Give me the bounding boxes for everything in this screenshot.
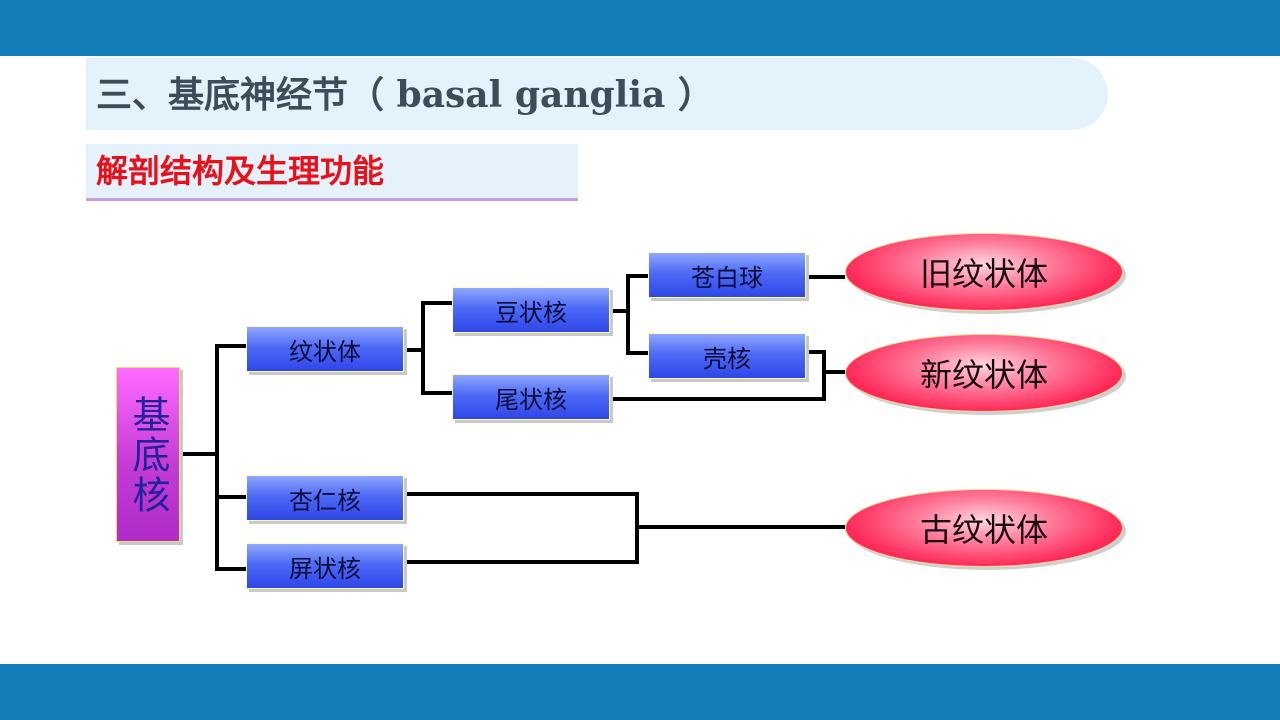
slide-subtitle: 解剖结构及生理功能 — [96, 152, 385, 190]
node-label: 尾状核 — [495, 385, 567, 414]
oval-neostriatum: 新纹状体 — [845, 334, 1123, 412]
bottom-band — [0, 664, 1280, 720]
node-globus-pallidus: 苍白球 — [648, 252, 806, 298]
top-band — [0, 0, 1280, 56]
node-putamen: 壳核 — [648, 333, 806, 379]
connector-caudate — [610, 372, 826, 401]
connector-amygdala — [404, 492, 845, 529]
oval-paleostriatum: 旧纹状体 — [845, 233, 1123, 311]
connector-claustrum — [404, 527, 639, 564]
node-label: 苍白球 — [691, 263, 763, 292]
connector-striatum-spine — [421, 301, 452, 395]
connector-putamen — [806, 350, 845, 374]
node-claustrum: 屏状核 — [246, 543, 404, 589]
node-striatum: 纹状体 — [246, 326, 404, 372]
node-label: 壳核 — [703, 344, 751, 373]
oval-archistriatum: 古纹状体 — [845, 489, 1123, 567]
node-label: 纹状体 — [289, 337, 361, 366]
node-caudate: 尾状核 — [452, 374, 610, 420]
node-label: 豆状核 — [495, 298, 567, 327]
node-label: 屏状核 — [289, 554, 361, 583]
node-label: 杏仁核 — [289, 486, 361, 515]
node-lentiform: 豆状核 — [452, 287, 610, 333]
root-node-basal-nuclei: 基底核 — [116, 367, 180, 542]
oval-label: 旧纹状体 — [919, 255, 1048, 293]
root-node-label: 基底核 — [126, 394, 170, 515]
oval-label: 古纹状体 — [919, 511, 1048, 549]
subtitle-banner — [86, 144, 578, 201]
slide-title: 三、基底神经节（ basal ganglia ） — [96, 74, 714, 116]
oval-label: 新纹状体 — [919, 356, 1048, 394]
title-banner — [86, 58, 1108, 130]
connector-root-spine — [215, 344, 246, 571]
connector-lentiform-spine — [626, 274, 648, 355]
node-amygdala: 杏仁核 — [246, 475, 404, 521]
